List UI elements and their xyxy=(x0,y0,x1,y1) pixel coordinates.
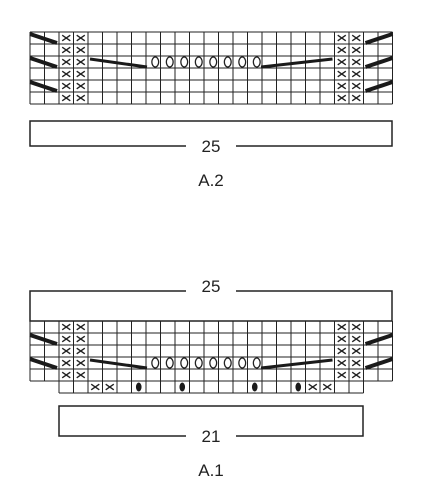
a2-cross-symbol xyxy=(76,94,86,102)
a2-cross-symbol xyxy=(337,82,347,90)
a2-cross-symbol xyxy=(351,58,361,66)
a2-cross-symbol xyxy=(76,70,86,78)
a2-cross-symbol xyxy=(76,46,86,54)
a2-long-left-decrease xyxy=(89,57,148,69)
a1-bobble-symbol xyxy=(295,382,302,392)
a1-bottom-cross-symbol xyxy=(105,383,115,391)
a1-yarn-over-symbol xyxy=(252,357,261,369)
a1-cross-symbol xyxy=(337,359,347,367)
a2-yarn-over-symbol xyxy=(151,56,160,68)
a2-left-decrease xyxy=(29,80,58,93)
a1-cross-symbol xyxy=(61,371,71,379)
a1-yarn-over-symbol xyxy=(209,357,218,369)
chart-a1: 25 21 A.1 xyxy=(29,277,394,480)
a1-long-left-decrease xyxy=(89,358,148,370)
a1-bobble-symbol xyxy=(179,382,186,392)
a1-cross-symbol xyxy=(76,347,86,355)
a1-bottom-label-gap xyxy=(186,428,236,444)
a2-cross-symbol xyxy=(351,34,361,42)
a2-yarn-over-symbol xyxy=(165,56,174,68)
a1-yarn-over-symbol xyxy=(165,357,174,369)
a1-yarn-over-symbol xyxy=(151,357,160,369)
a2-cross-symbol xyxy=(61,82,71,90)
a1-bobble-symbol xyxy=(251,382,258,392)
a1-cross-symbol xyxy=(61,347,71,355)
a2-cross-symbol xyxy=(61,58,71,66)
a2-label-gap xyxy=(186,138,236,154)
a2-cross-symbol xyxy=(337,58,347,66)
chart-a2: 25 A.2 xyxy=(29,31,394,190)
a1-yarn-over-symbol xyxy=(238,357,247,369)
a1-cross-symbol xyxy=(337,335,347,343)
a2-cross-symbol xyxy=(351,46,361,54)
a1-cross-symbol xyxy=(351,335,361,343)
a1-cross-symbol xyxy=(61,335,71,343)
a1-bottom-cross-symbol xyxy=(90,383,100,391)
a2-cross-symbol xyxy=(337,70,347,78)
a2-yarn-over-symbol xyxy=(252,56,261,68)
a2-grid xyxy=(29,31,394,105)
a2-yarn-over-symbol xyxy=(238,56,247,68)
a1-cross-symbol xyxy=(337,371,347,379)
a1-yarn-over-symbol xyxy=(194,357,203,369)
a2-chart-title: A.2 xyxy=(198,171,224,190)
a1-cross-symbol xyxy=(337,347,347,355)
a1-cross-symbol xyxy=(61,359,71,367)
a2-yarn-over-symbol xyxy=(223,56,232,68)
a1-cross-symbol xyxy=(337,323,347,331)
a2-cross-symbol xyxy=(76,82,86,90)
a1-cross-symbol xyxy=(76,359,86,367)
a2-cross-symbol xyxy=(337,34,347,42)
a1-chart-title: A.1 xyxy=(198,461,224,480)
a1-cross-symbol xyxy=(76,323,86,331)
a1-cross-symbol xyxy=(76,371,86,379)
a1-left-decrease xyxy=(29,357,58,370)
a1-right-decrease xyxy=(364,357,394,370)
a1-bottom-cross-symbol xyxy=(322,383,332,391)
a2-cross-symbol xyxy=(61,34,71,42)
a1-right-decrease xyxy=(364,333,394,346)
a2-width-label: 25 xyxy=(202,137,221,156)
a2-cross-symbol xyxy=(76,58,86,66)
a2-right-decrease xyxy=(364,80,394,93)
a1-grid xyxy=(29,320,394,394)
a2-cross-symbol xyxy=(351,94,361,102)
a2-cross-symbol xyxy=(76,34,86,42)
a2-cross-symbol xyxy=(61,94,71,102)
a1-cross-symbol xyxy=(76,335,86,343)
a1-long-right-decrease xyxy=(260,358,333,370)
a2-yarn-over-symbol xyxy=(209,56,218,68)
a1-yarn-over-symbol xyxy=(223,357,232,369)
a1-cross-symbol xyxy=(351,323,361,331)
a2-left-decrease xyxy=(29,32,58,45)
a1-cross-symbol xyxy=(351,371,361,379)
a2-cross-symbol xyxy=(337,94,347,102)
a1-yarn-over-symbol xyxy=(180,357,189,369)
a1-cross-symbol xyxy=(61,323,71,331)
a1-cross-symbol xyxy=(351,359,361,367)
a2-cross-symbol xyxy=(351,82,361,90)
a2-yarn-over-symbol xyxy=(180,56,189,68)
a2-cross-symbol xyxy=(61,46,71,54)
a1-label-gap xyxy=(186,282,236,298)
a1-cross-symbol xyxy=(351,347,361,355)
a2-right-decrease xyxy=(364,56,394,69)
a2-left-decrease xyxy=(29,56,58,69)
a1-left-decrease xyxy=(29,333,58,346)
a2-long-right-decrease xyxy=(260,57,333,69)
a1-bottom-cross-symbol xyxy=(308,383,318,391)
a2-cross-symbol xyxy=(337,46,347,54)
a2-cross-symbol xyxy=(351,70,361,78)
a2-right-decrease xyxy=(364,32,394,45)
a1-bottom-width-label: 21 xyxy=(202,427,221,446)
a1-bobble-symbol xyxy=(135,382,142,392)
a2-cross-symbol xyxy=(61,70,71,78)
a1-width-label: 25 xyxy=(202,277,221,296)
a2-yarn-over-symbol xyxy=(194,56,203,68)
